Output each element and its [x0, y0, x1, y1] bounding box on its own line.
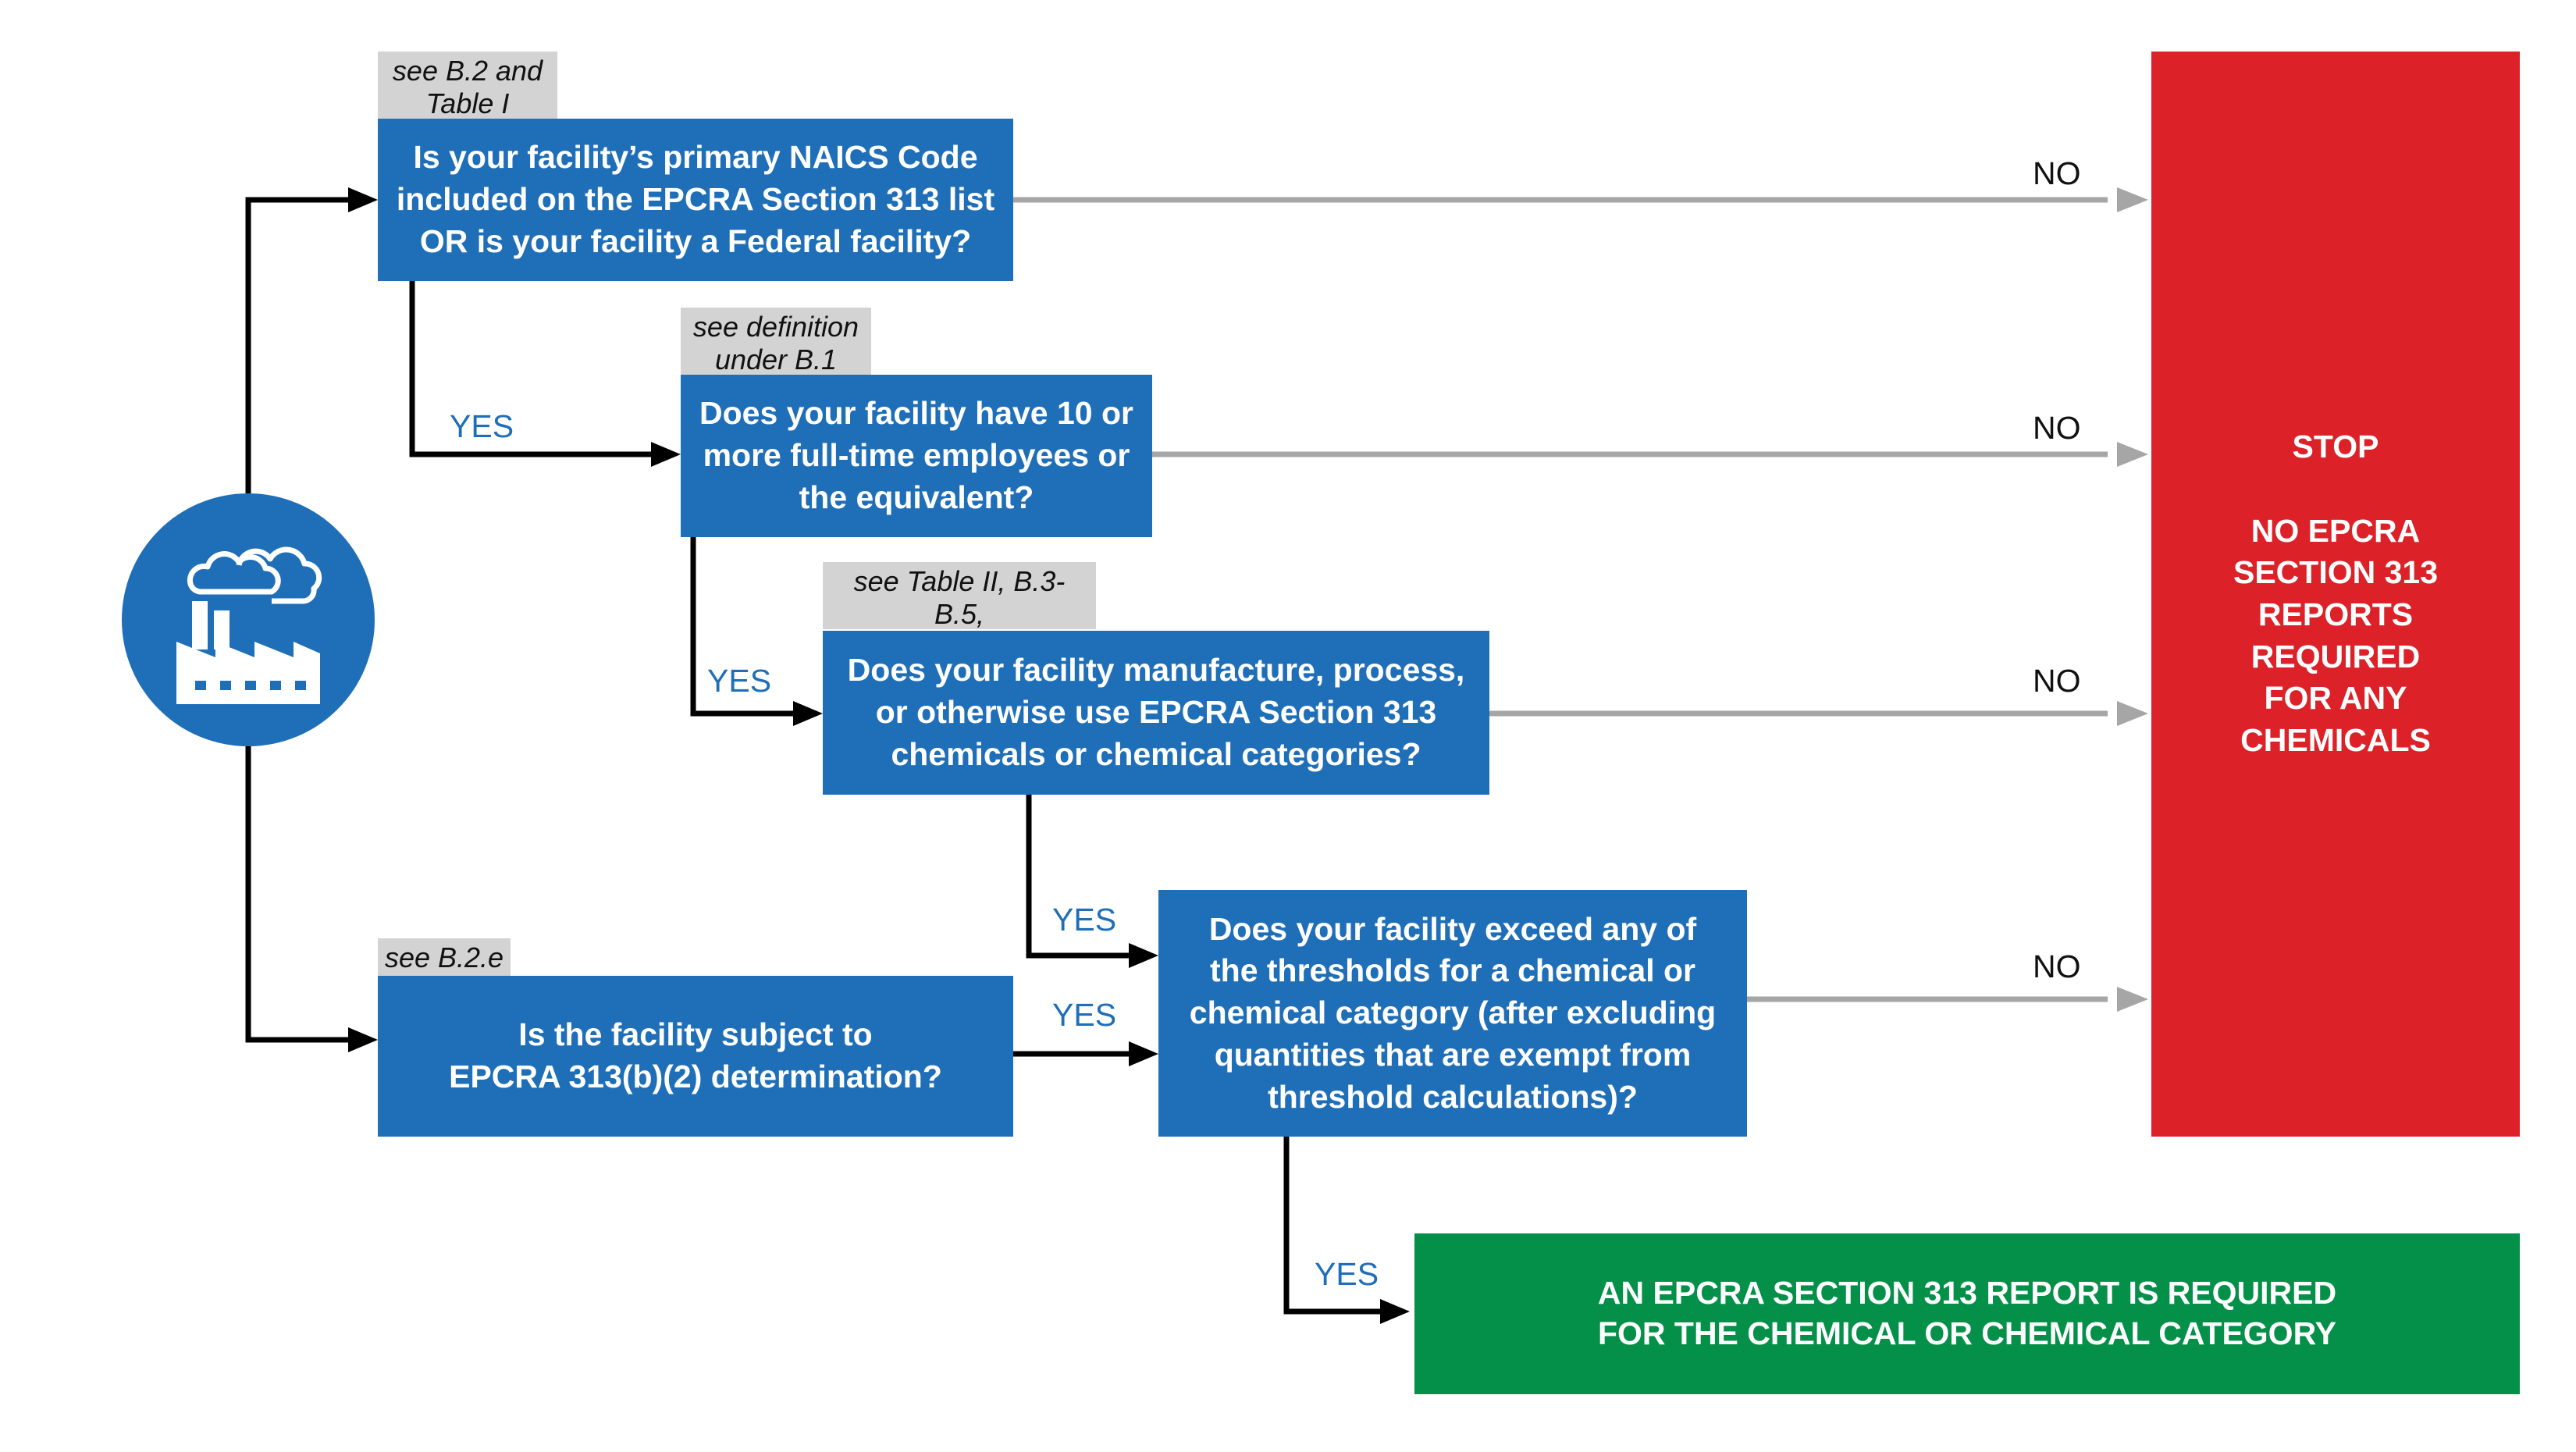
q3-yes-connector — [1026, 795, 1146, 959]
question-313b2: Is the facility subject to EPCRA 313(b)(… — [378, 976, 1013, 1137]
yes-label: YES — [1052, 902, 1117, 938]
yes-label: YES — [1052, 997, 1117, 1033]
arrowhead — [651, 442, 681, 467]
note-q1: see B.2 and Table I — [378, 52, 557, 119]
arrowhead — [348, 1027, 378, 1052]
icon-to-q1-connector — [245, 197, 365, 493]
question-manufacture-process: Does your facility manufacture, process,… — [823, 631, 1489, 795]
arrowhead — [793, 701, 823, 726]
arrowhead — [1129, 1041, 1158, 1066]
note-q5: see B.2.e — [378, 938, 511, 976]
yes-label: YES — [450, 408, 514, 444]
yes-label: YES — [707, 663, 772, 699]
arrowhead — [1380, 1299, 1410, 1324]
question-naics-code: Is your facility’s primary NAICS Code in… — [378, 119, 1013, 281]
arrowhead — [1129, 943, 1158, 968]
note-q2: see definition under B.1 — [681, 308, 871, 375]
arrowhead — [2117, 701, 2148, 726]
arrowhead — [2117, 987, 2148, 1012]
no-label: NO — [2033, 948, 2081, 984]
question-employees: Does your facility have 10 or more full-… — [681, 375, 1152, 537]
icon-to-q5-connector — [245, 746, 365, 1043]
q4-yes-connector — [1283, 1137, 1397, 1315]
arrowhead — [2117, 442, 2148, 467]
stop-box: STOP NO EPCRA SECTION 313 REPORTS REQUIR… — [2151, 52, 2520, 1137]
q1-yes-connector — [409, 281, 668, 457]
question-thresholds: Does your facility exceed any of the thr… — [1158, 890, 1747, 1137]
q2-yes-connector — [690, 537, 810, 717]
note-q3: see Table II, B.3-B.5, and E.1-E.4) — [823, 562, 1096, 663]
yes-label: YES — [1315, 1256, 1379, 1292]
no-label: NO — [2033, 663, 2081, 699]
no-label: NO — [2033, 410, 2081, 446]
factory-icon — [122, 493, 375, 746]
arrowhead — [348, 187, 378, 212]
no-label: NO — [2033, 155, 2081, 191]
result-report-required: AN EPCRA SECTION 313 REPORT IS REQUIRED … — [1414, 1233, 2520, 1394]
arrowhead — [2117, 187, 2148, 212]
